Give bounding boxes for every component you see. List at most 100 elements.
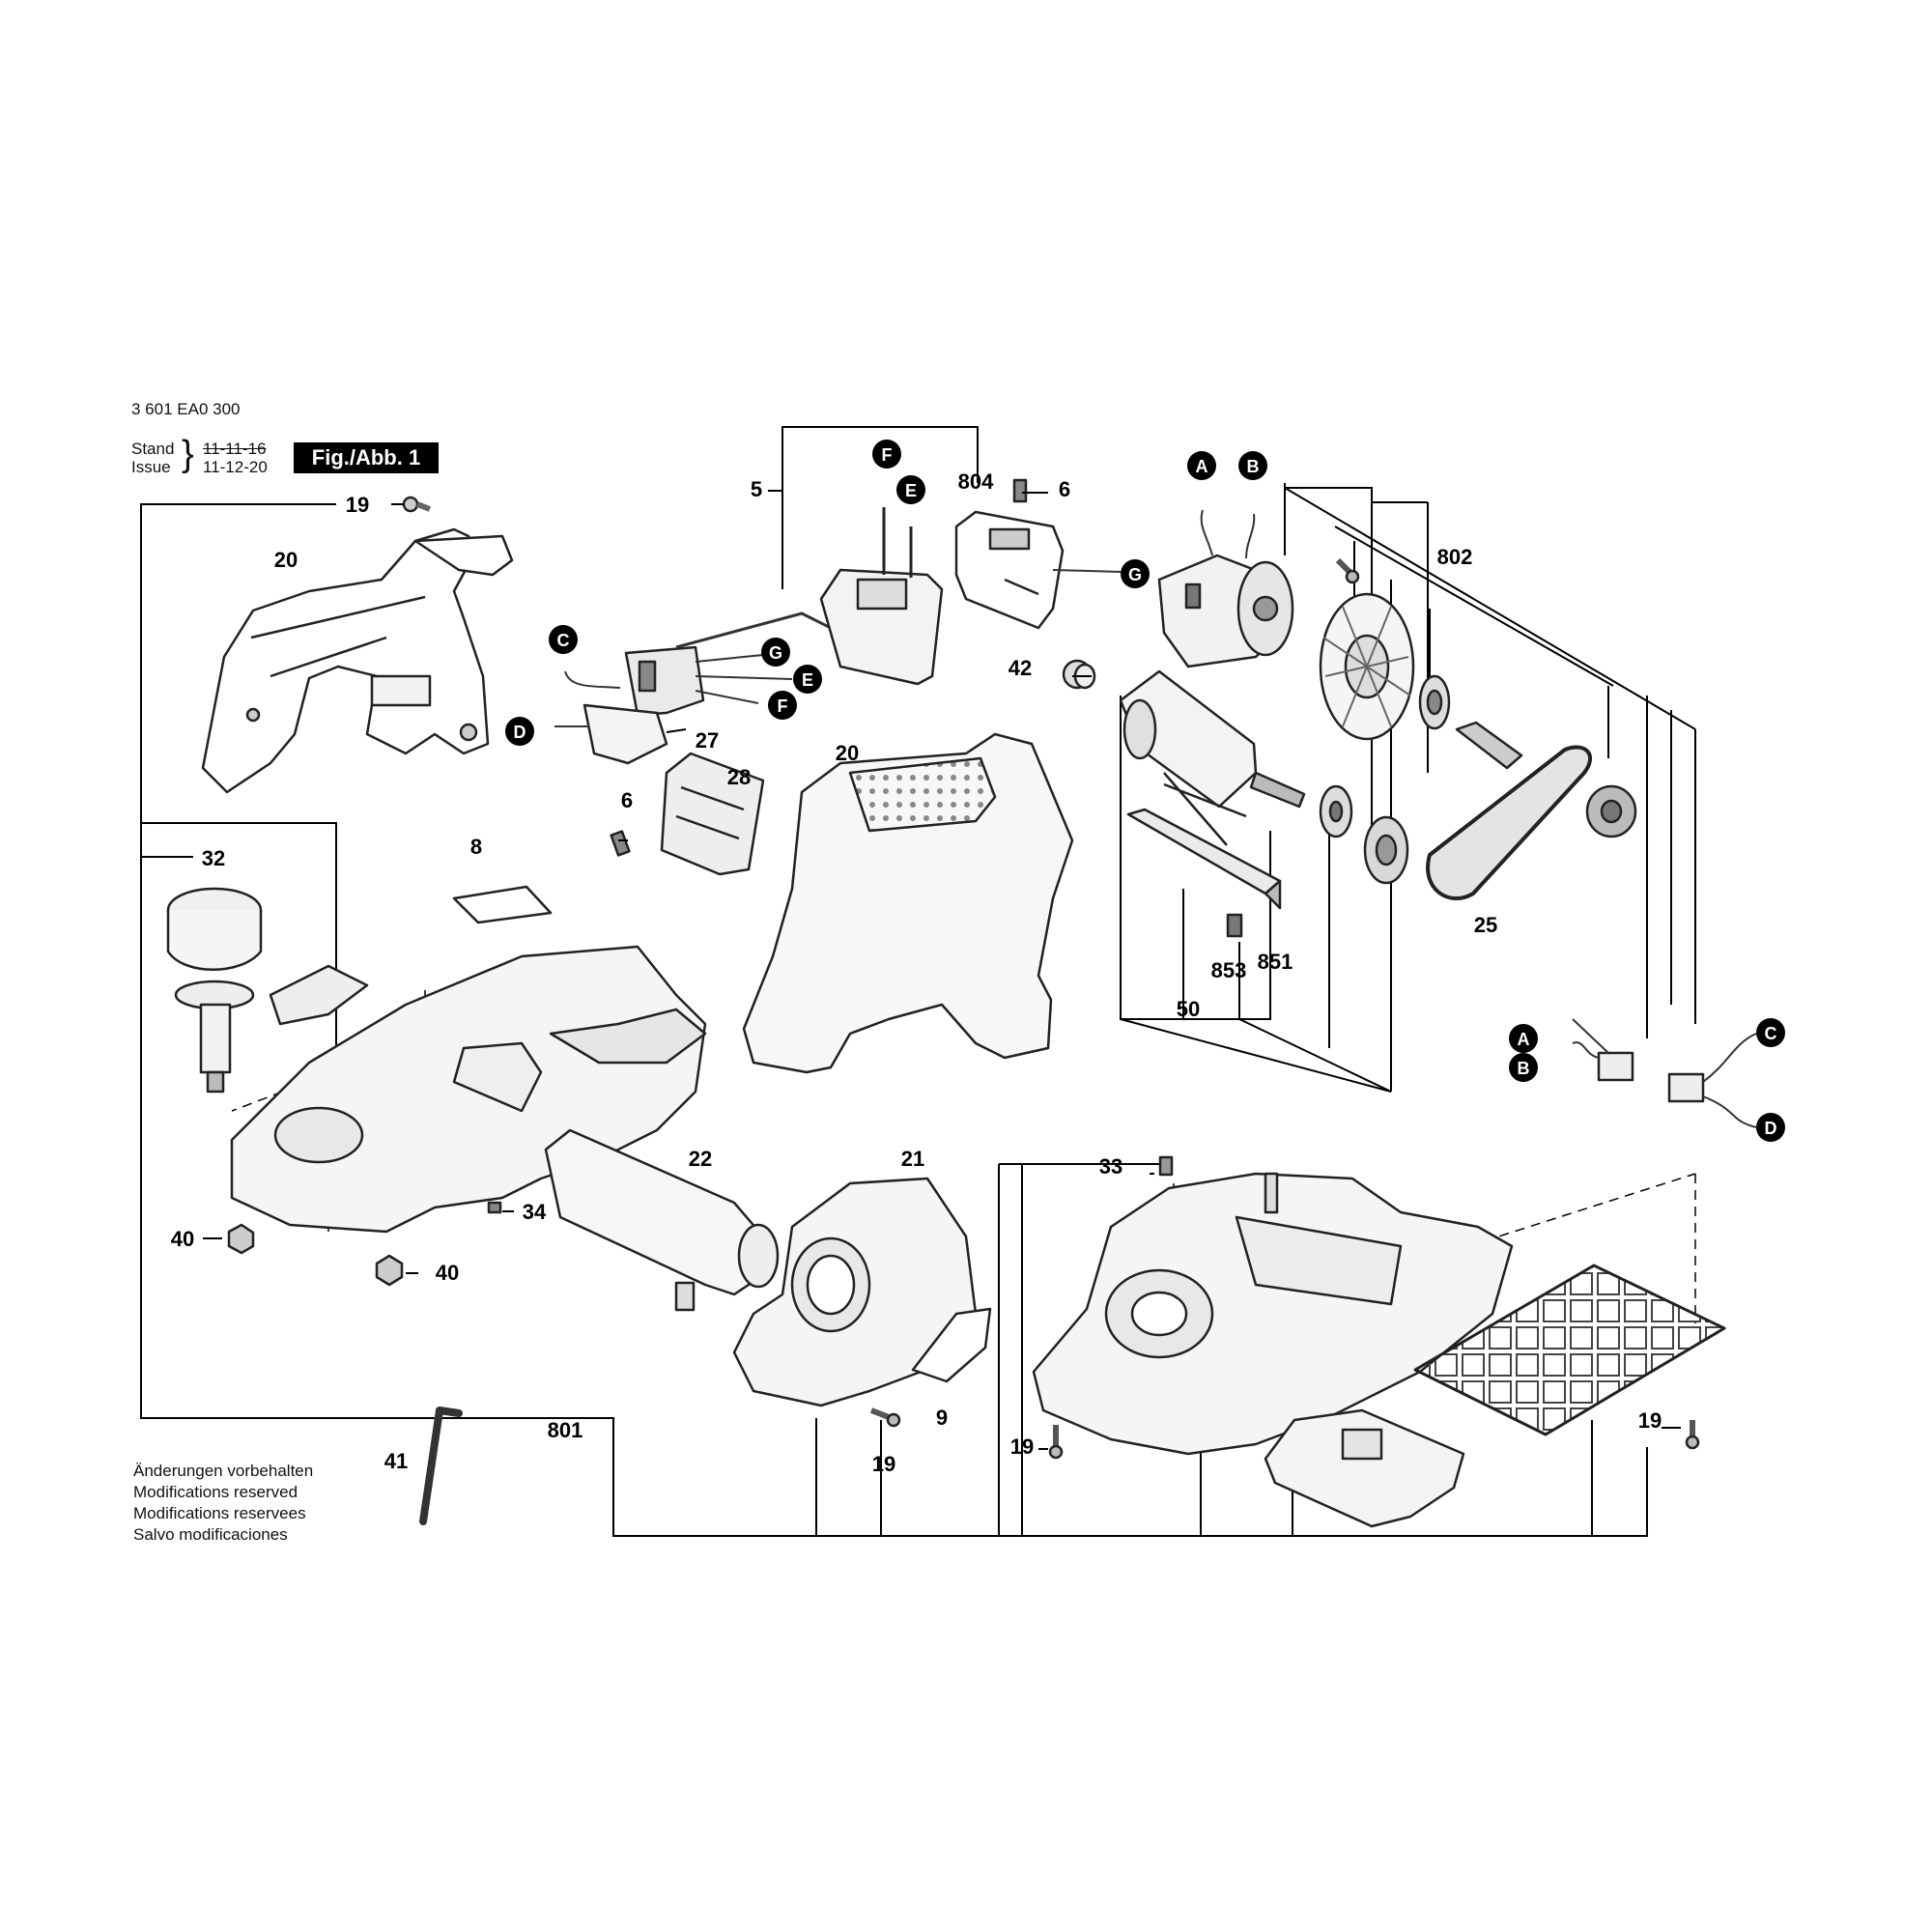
label-part [452, 885, 553, 924]
upper-housing-part [201, 527, 514, 794]
callout-33: 33 [1099, 1154, 1122, 1179]
set-screw-part [1226, 913, 1243, 938]
nut-part [487, 1201, 502, 1214]
callout-8: 8 [470, 835, 482, 859]
callout-804: 804 [958, 469, 994, 494]
callout-19a: 19 [346, 493, 369, 517]
sole-plate-part [1032, 1172, 1514, 1456]
armature-part [1119, 669, 1306, 846]
nut-part [227, 1223, 255, 1255]
depth-knob-part [166, 887, 263, 1094]
callout-801: 801 [548, 1418, 583, 1442]
callout-25: 25 [1474, 913, 1497, 937]
connector-label: F [882, 445, 893, 465]
pulley-part [1585, 784, 1637, 838]
callout-42: 42 [1009, 656, 1032, 680]
belt-cover-part [732, 1177, 992, 1407]
connector-label: G [1128, 565, 1142, 584]
connector-label: A [1196, 457, 1208, 476]
callout-40b: 40 [436, 1261, 459, 1285]
connector-label: F [778, 696, 788, 716]
connector-badge-d-right [1756, 1113, 1785, 1142]
callout-40a: 40 [171, 1227, 194, 1251]
stand-date: 11-11-16 [203, 440, 267, 458]
callout-20b: 20 [836, 741, 859, 765]
connector-badge-a-right [1509, 1024, 1538, 1053]
connector-label: B [1247, 457, 1260, 476]
connector-label: C [1765, 1024, 1777, 1043]
callout-22: 22 [689, 1147, 712, 1171]
callout-32: 32 [202, 846, 225, 870]
connector-label: G [769, 643, 782, 663]
callout-6a: 6 [1059, 477, 1070, 501]
callout-28: 28 [727, 765, 751, 789]
callout-50: 50 [1177, 997, 1200, 1021]
callout-21: 21 [901, 1147, 924, 1171]
drive-belt-part [1426, 745, 1592, 900]
connector-label: D [514, 723, 526, 742]
screw-part [869, 1407, 901, 1428]
callout-802: 802 [1437, 545, 1473, 569]
doc-number: 3 601 EA0 300 [131, 400, 241, 418]
connector-badge-a-top [1187, 451, 1216, 480]
hex-key-part [419, 1406, 463, 1525]
spring-part [610, 478, 1028, 857]
brace: } [182, 434, 194, 474]
connector-badge-f-left [768, 691, 797, 720]
screw-part [1158, 1155, 1174, 1177]
leader-lines [203, 492, 1681, 1450]
callout-5: 5 [751, 477, 762, 501]
connector-badge-c-left [549, 625, 578, 654]
figure-badge: Fig./Abb. 1 [294, 442, 439, 473]
callout-9: 9 [936, 1406, 948, 1430]
screw-part [1685, 1420, 1700, 1450]
callout-19c: 19 [1010, 1435, 1034, 1459]
bushing-part [1062, 659, 1096, 690]
modifications-notice: Änderungen vorbehalten Modifications res… [133, 1461, 313, 1546]
parking-shoe-part [1264, 1408, 1465, 1528]
connector-label: E [802, 670, 813, 690]
bearing-part [1319, 784, 1353, 838]
connector-badge-f-top [872, 440, 901, 469]
connector-badge-c-right [1756, 1018, 1785, 1047]
nut-part [375, 1254, 404, 1287]
grid-sole-part [1413, 1264, 1726, 1436]
connector-badge-d-left [505, 717, 534, 746]
connector-badge-e-top [896, 475, 925, 504]
motor-part [1157, 509, 1294, 668]
blade-bar-part [1126, 808, 1282, 910]
connector-label: A [1518, 1030, 1530, 1049]
callout-853: 853 [1211, 958, 1247, 982]
connector-badge-g-top [1121, 559, 1150, 588]
shaft-part [1455, 721, 1523, 770]
wire-connector-part [1572, 1018, 1757, 1128]
callout-6b: 6 [621, 788, 633, 812]
connector-badge-b-r [1509, 1053, 1538, 1082]
cover-plate-part [660, 752, 765, 876]
callout-19b: 19 [872, 1452, 895, 1476]
notice-line: Änderungen vorbehalten [133, 1462, 314, 1480]
connector-label: C [557, 631, 570, 650]
connector-badge-b-top [1238, 451, 1267, 480]
callout-27: 27 [696, 728, 719, 753]
screw-part [1048, 1425, 1064, 1460]
issue-date: 11-12-20 [203, 458, 268, 476]
notice-line: Modifications reservees [133, 1504, 306, 1522]
issue-label: Issue [131, 458, 171, 476]
connector-badge-e-left [793, 665, 822, 694]
fan-part [1319, 592, 1415, 741]
screw-part [402, 496, 432, 513]
connector-label: B [1518, 1059, 1530, 1078]
connector-label: E [905, 481, 917, 500]
stand-label: Stand [131, 440, 175, 458]
callout-41: 41 [384, 1449, 408, 1473]
connector-badge-g-left [761, 638, 790, 667]
callout-19d: 19 [1638, 1408, 1662, 1433]
plate-part [954, 510, 1122, 630]
chip-ejector-tube-part [544, 1128, 780, 1312]
screw-part [1335, 557, 1360, 584]
notice-line: Modifications reserved [133, 1483, 298, 1501]
callout-34: 34 [523, 1200, 547, 1224]
handle-housing-part [742, 732, 1074, 1074]
